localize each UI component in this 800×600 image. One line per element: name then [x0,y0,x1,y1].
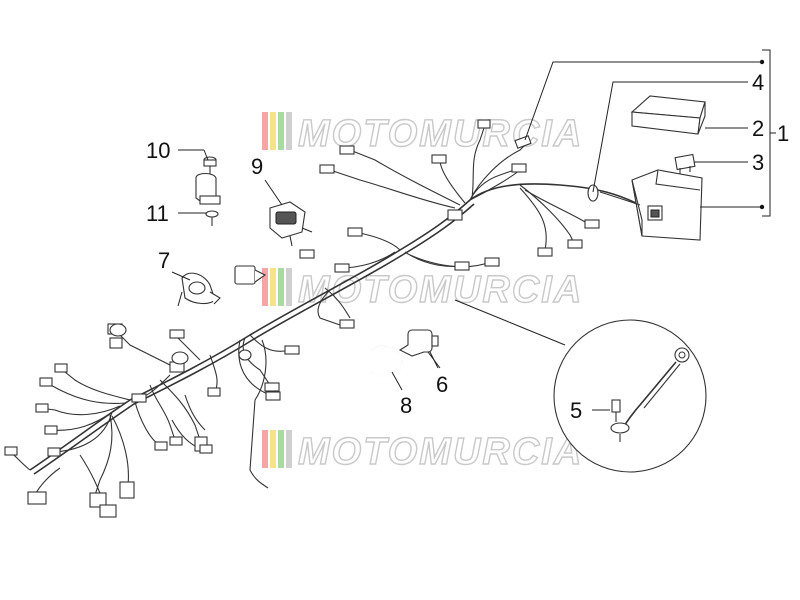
watermark-text: MOTOMURCIA [298,431,583,473]
harness-holder [177,272,221,307]
callout-9: 9 [251,154,263,179]
callout-5: 5 [570,398,582,423]
watermark-middle: MOTOMURCIA [262,268,583,312]
fuse [674,153,696,174]
switch [269,201,313,247]
watermark-bottom: MOTOMURCIA [262,430,583,474]
fuse-box-cover [630,95,706,135]
callout-11: 11 [146,201,169,226]
clamp-ring [371,345,403,378]
fuse-box [599,169,703,241]
callout-6: 6 [436,372,448,397]
callout-4: 4 [752,70,764,95]
callout-8: 8 [400,393,412,418]
watermark-top: MOTOMURCIA [262,112,582,156]
relay [398,329,439,369]
harness-connectors [4,119,600,518]
callout-3: 3 [752,150,764,175]
callout-2: 2 [752,116,764,141]
ground-detail [454,299,707,473]
watermark-text: MOTOMURCIA [298,269,583,311]
callout-1: 1 [777,121,789,146]
callout-10: 10 [146,138,170,163]
leader-lines [171,49,776,411]
connector-block [234,265,267,285]
washer-bracket [195,172,221,226]
cable-clip [587,184,599,202]
callout-7: 7 [158,248,170,273]
main-harness [4,119,641,518]
callout-labels: 1 2 3 4 5 6 7 8 9 10 11 [146,70,789,423]
